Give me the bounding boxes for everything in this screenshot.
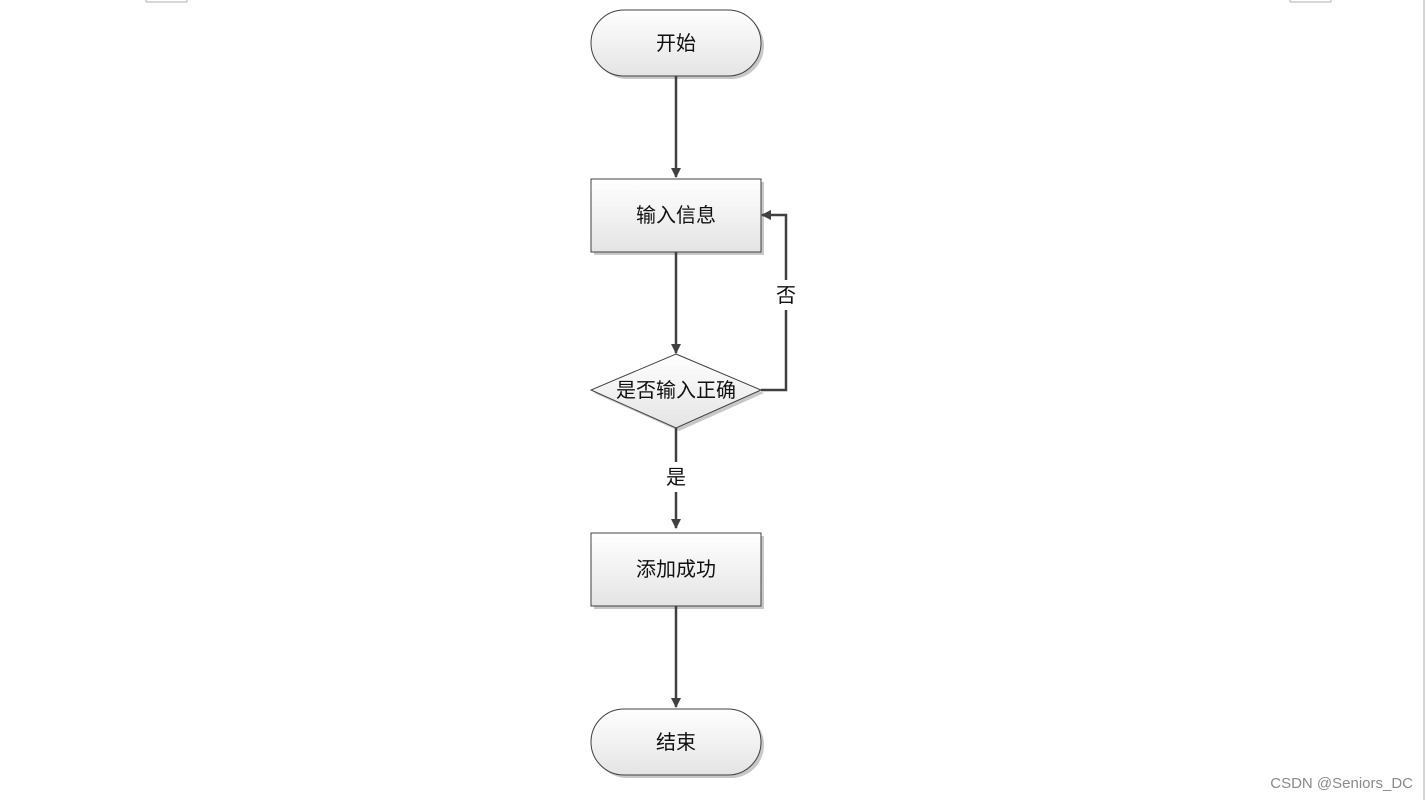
success-node: 添加成功 <box>590 532 764 609</box>
input-node-label: 输入信息 <box>636 203 716 227</box>
edge-yes-label: 是 <box>666 465 686 489</box>
start-node: 开始 <box>590 9 764 79</box>
end-node: 结束 <box>590 708 764 778</box>
end-node-label: 结束 <box>656 730 696 754</box>
start-node-label: 开始 <box>656 31 696 55</box>
page-corner-marks <box>145 0 1332 3</box>
decision-node: 是否输入正确 <box>589 353 764 431</box>
decision-node-label: 是否输入正确 <box>616 378 736 402</box>
watermark: CSDN @Seniors_DC <box>1270 775 1413 792</box>
edge-no-label: 否 <box>776 283 796 307</box>
success-node-label: 添加成功 <box>636 557 716 581</box>
input-node: 输入信息 <box>590 178 764 255</box>
